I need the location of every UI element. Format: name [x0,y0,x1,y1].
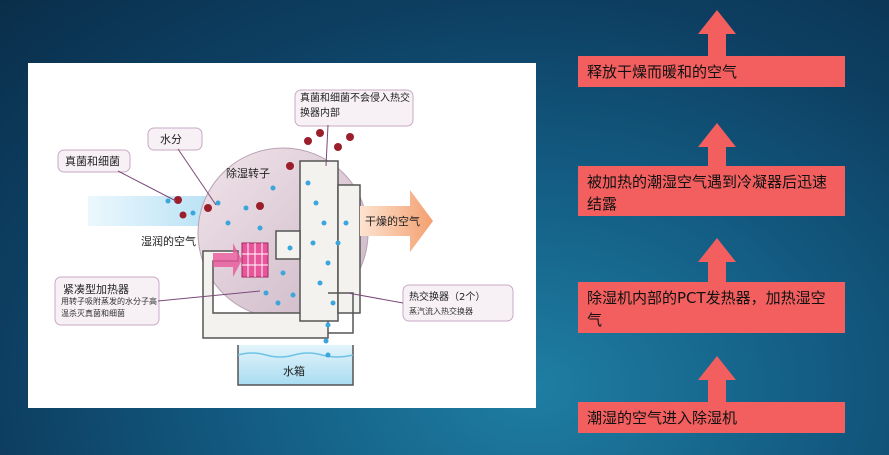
label-exchanger-title: 热交换器（2个） [409,290,485,303]
flow-step-release: 释放干燥而暖和的空气 [578,56,845,87]
label-no-enter: 真菌和细菌不会侵入热交换器内部 [300,93,410,119]
bacteria-icons [174,129,354,219]
flow-step-condense: 被加热的潮湿空气遇到冷凝器后迅速结露 [578,166,845,216]
arrow-up-icon [698,238,736,262]
label-dry-air: 干燥的空气 [365,214,420,228]
label-tank: 水箱 [283,364,305,378]
label-moisture: 水分 [160,133,182,146]
label-bubbles [54,89,514,326]
diagram-panel: 真菌和细菌 水分 除湿转子 真菌和细菌不会侵入热交换器内部 湿润的空气 干燥的空… [28,63,536,408]
flow-step-heat: 除湿机内部的PCT发热器，加热湿空气 [578,282,845,333]
arrow-up-icon [698,356,736,380]
dry-air-arrow [360,190,433,252]
arrow-up-icon [698,123,736,147]
flow-step-intake: 潮湿的空气进入除湿机 [578,402,845,433]
label-humid-air: 湿润的空气 [141,234,196,248]
label-heater-title: 紧凑型加热器 [63,282,129,296]
label-fungi-bacteria: 真菌和细菌 [65,154,120,168]
heater-flow-arrow [213,243,242,277]
water-droplets [165,180,349,358]
label-exchanger-desc: 蒸汽流入热交换器 [409,306,473,316]
dehumidifier-diagram: 真菌和细菌 水分 除湿转子 真菌和细菌不会侵入热交换器内部 湿润的空气 干燥的空… [54,89,514,386]
label-heater-desc: 用转子吸附蒸发的水分子高温杀灭真菌和细菌 [61,297,157,318]
label-rotor: 除湿转子 [226,166,270,180]
process-flow: 释放干燥而暖和的空气 被加热的潮湿空气遇到冷凝器后迅速结露 除湿机内部的PCT发… [578,0,845,455]
arrow-up-icon [698,10,736,34]
heater-icon [241,242,269,278]
heat-exchanger [299,160,339,322]
